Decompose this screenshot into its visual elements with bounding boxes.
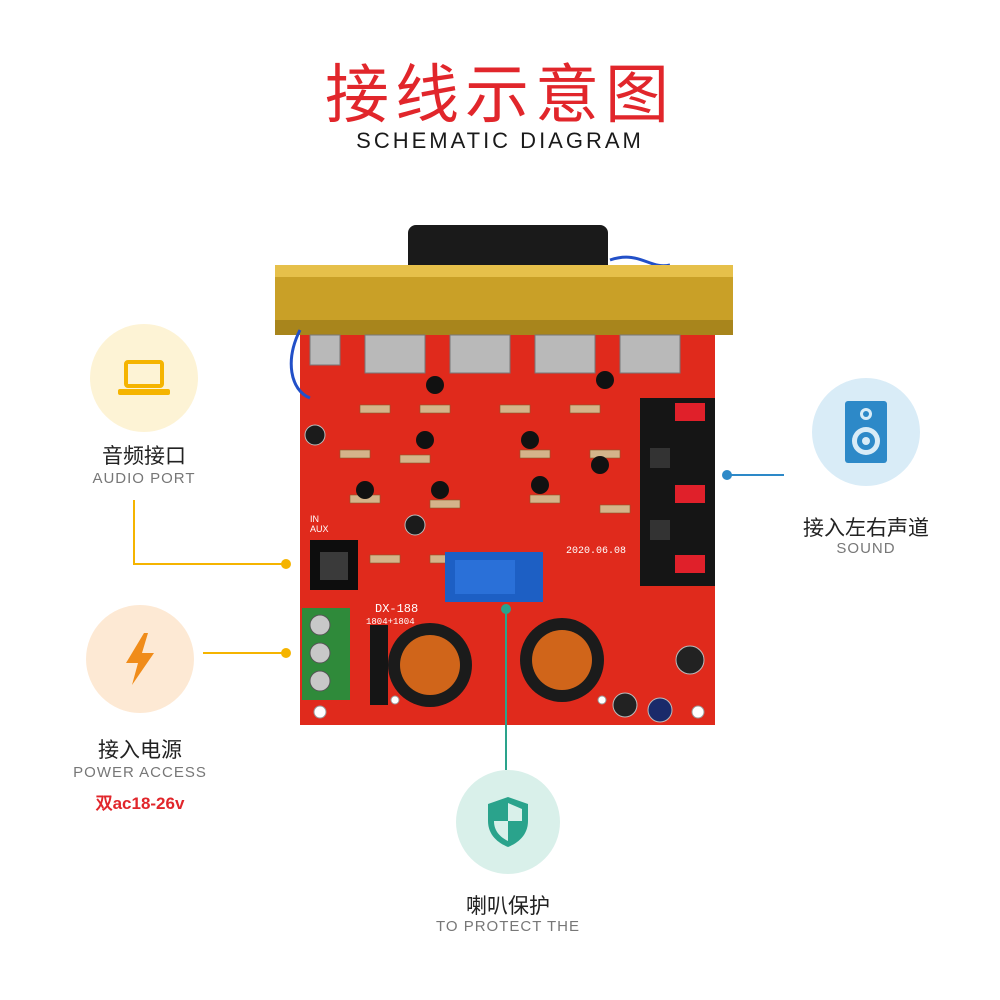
audio-connector-dot [281, 559, 291, 569]
power-access-label-en: POWER ACCESS [73, 764, 207, 781]
speaker-protection-badge [456, 770, 560, 874]
power-voltage-note: 双ac18-26v [95, 794, 185, 813]
silk-date: 2020.06.08 [566, 546, 626, 557]
sound-connector-line [730, 474, 784, 476]
audio-connector-line [133, 500, 135, 564]
shield-icon [488, 797, 528, 847]
sound-connector-dot [722, 470, 732, 480]
filter-capacitors [388, 618, 604, 707]
amplifier-board: AUX IN DX-188 1804+1804 2020.06.08 [275, 225, 733, 725]
speaker-protection-label: 喇叭保护 [466, 894, 550, 918]
lightning-icon [126, 633, 154, 685]
power-access-badge [86, 605, 194, 713]
silk-model: DX-188 [375, 602, 418, 616]
silk-in: IN [310, 514, 319, 524]
small-transistors [356, 371, 614, 499]
silk-aux: AUX [310, 524, 329, 534]
power-access-label: 接入电源 [98, 738, 182, 762]
speaker-protection-label-en: TO PROTECT THE [435, 918, 581, 935]
power-connector-line [203, 652, 283, 654]
sound-label-en: SOUND [836, 540, 896, 557]
sound-label: 接入左右声道 [803, 516, 929, 540]
audio-port-badge [90, 324, 198, 432]
page-title: 接线示意图 [325, 59, 675, 133]
audio-port-label: 音频接口 [102, 444, 186, 468]
laptop-icon [118, 360, 170, 395]
silk-sub: 1804+1804 [366, 617, 415, 627]
power-connector-dot [281, 648, 291, 658]
protect-connector-dot [501, 604, 511, 614]
power-transistors [309, 334, 681, 374]
page-subtitle: SCHEMATIC DIAGRAM [356, 128, 644, 153]
sound-badge [812, 378, 920, 486]
audio-connector-line-h [133, 563, 285, 565]
audio-port-label-en: AUDIO PORT [92, 470, 196, 487]
speaker-icon [845, 401, 887, 463]
protect-connector-line [505, 608, 507, 770]
